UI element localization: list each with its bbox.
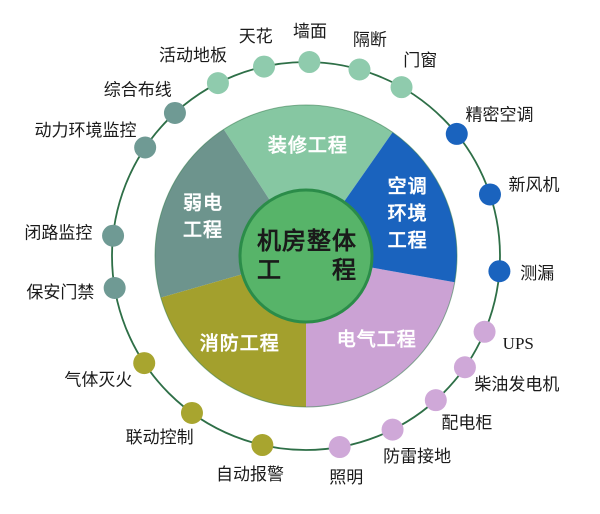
ring-label-auto-alarm: 自动报警 [215, 465, 284, 485]
segment-label-line: 装修工程 [267, 135, 348, 157]
ring-dot-security-access [103, 277, 126, 300]
ring-label-lightning-grounding: 防雷接地 [383, 447, 452, 467]
ring-label-security-access: 保安门禁 [26, 283, 95, 303]
segment-label-line: 弱电 [182, 193, 223, 215]
segment-label-fire-protection: 消防工程 [200, 330, 280, 357]
ring-label-precision-ac: 精密空调 [465, 105, 534, 125]
ring-dot-power-env-monitoring [134, 136, 157, 159]
ring-dot-diesel-generator [453, 356, 476, 379]
ring-dot-partition [348, 58, 371, 81]
ring-label-distribution-cabinet: 配电柜 [441, 413, 493, 433]
center-circle [238, 188, 374, 324]
ring-label-leak-detection: 测漏 [520, 264, 555, 284]
segment-label-line: 消防工程 [199, 333, 280, 355]
ring-dot-auto-alarm [251, 434, 274, 457]
ring-dot-ceiling [253, 55, 276, 78]
segment-label-line: 空调 [387, 176, 428, 198]
ring-dot-leak-detection [488, 260, 511, 283]
ring-label-cctv-monitoring: 闭路监控 [24, 223, 93, 243]
ring-dot-raised-floor [206, 72, 229, 95]
center-title: 机房整体 工 程 [257, 227, 357, 285]
center-title-line1: 机房整体 [257, 228, 357, 255]
segment-label-line: 环境 [387, 203, 428, 225]
ring-dot-lighting [328, 436, 351, 459]
ring-dot-cctv-monitoring [102, 224, 125, 247]
center-title-line2: 工 程 [257, 257, 357, 284]
ring-dot-gas-fire-suppression [133, 352, 156, 375]
ring-label-power-env-monitoring: 动力环境监控 [34, 120, 137, 140]
ring-dot-distribution-cabinet [424, 389, 447, 412]
ring-dot-doors-windows [390, 76, 413, 99]
ring-label-doors-windows: 门窗 [403, 51, 438, 71]
segment-label-line: 工程 [387, 230, 428, 252]
ring-dot-fresh-air-unit [478, 183, 501, 206]
ring-dot-lightning-grounding [381, 418, 404, 441]
ring-label-ups: UPS [502, 334, 534, 354]
segment-decoration [223, 105, 393, 256]
ring-dot-structured-cabling [163, 101, 186, 124]
ring-dot-precision-ac [445, 122, 468, 145]
pie-outline [154, 104, 458, 408]
segment-label-electrical: 电气工程 [337, 327, 417, 354]
ring-label-gas-fire-suppression: 气体灭火 [64, 370, 133, 390]
ring-label-linkage-control: 联动控制 [125, 428, 194, 448]
ring-label-ceiling: 天花 [238, 27, 273, 47]
segment-label-line: 工程 [182, 220, 223, 242]
segment-label-hvac-environment: 空调环境工程 [388, 173, 428, 254]
ring-dot-wall [298, 51, 321, 74]
ring-label-fresh-air-unit: 新风机 [508, 175, 560, 195]
ring-label-partition: 隔断 [352, 30, 387, 50]
segment-label-decoration: 装修工程 [268, 133, 348, 160]
segment-label-weak-current: 弱电工程 [183, 190, 223, 244]
ring-label-diesel-generator: 柴油发电机 [474, 375, 560, 395]
ring-label-raised-floor: 活动地板 [158, 46, 227, 66]
ring-dot-linkage-control [180, 401, 203, 424]
ring-dot-ups [473, 320, 496, 343]
ring-label-lighting: 照明 [329, 467, 364, 487]
segment-label-line: 电气工程 [336, 329, 417, 351]
ring-label-wall: 墙面 [293, 22, 328, 42]
ring-label-structured-cabling: 综合布线 [103, 80, 172, 100]
